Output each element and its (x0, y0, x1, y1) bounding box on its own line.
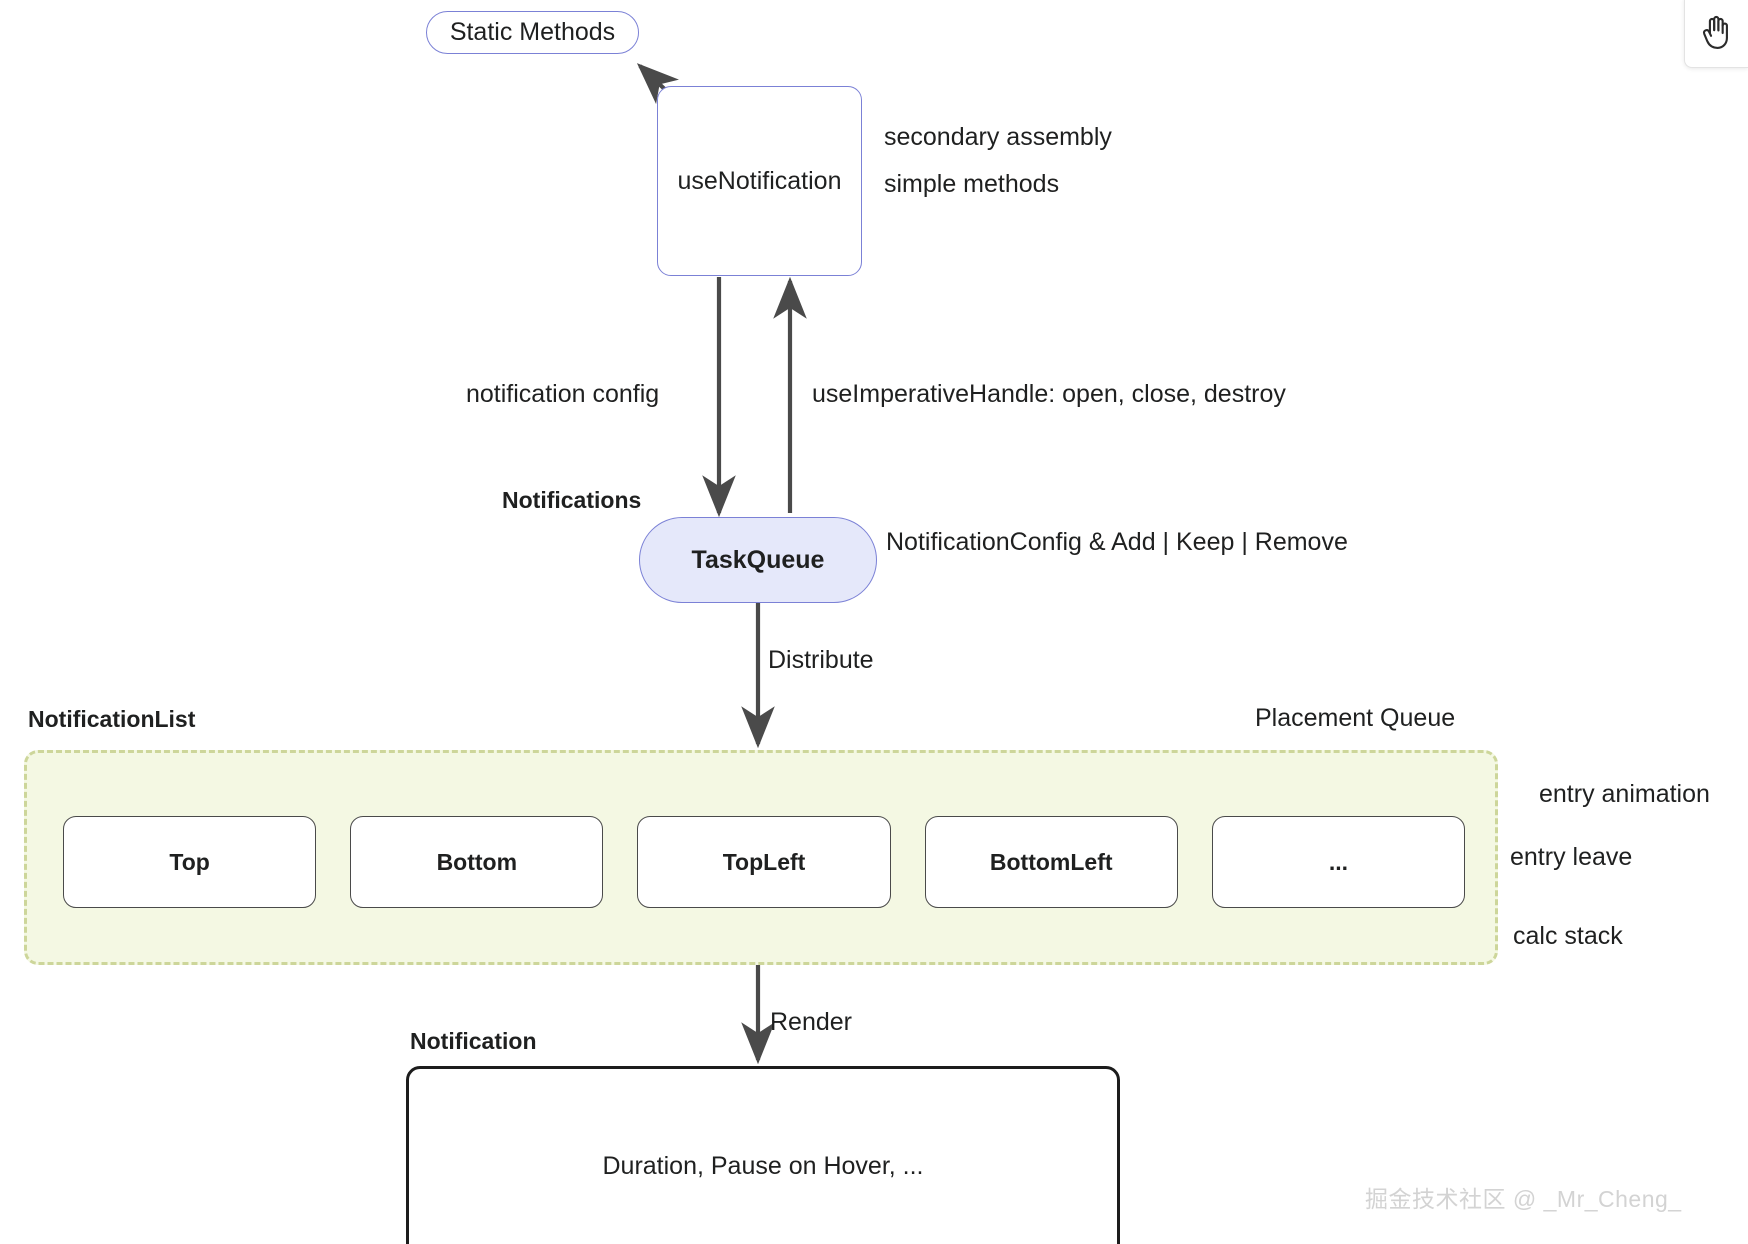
node-task-queue[interactable]: TaskQueue (639, 517, 877, 603)
caption-notifications: Notifications (502, 487, 642, 513)
watermark: 掘金技术社区 @ _Mr_Cheng_ (1365, 1186, 1682, 1212)
edge-label-use-imperative-handle: useImperativeHandle: open, close, destro… (812, 380, 1286, 408)
node-notification-label: Duration, Pause on Hover, ... (602, 1151, 924, 1180)
label-entry-animation: entry animation (1539, 780, 1710, 808)
placement-item-top[interactable]: Top (63, 816, 317, 908)
node-task-queue-label: TaskQueue (691, 545, 825, 574)
label-secondary-assembly: secondary assembly (884, 123, 1112, 151)
label-entry-leave: entry leave (1510, 843, 1633, 871)
placement-item-more[interactable]: ... (1211, 816, 1466, 908)
caption-placement-queue: Placement Queue (1255, 704, 1456, 732)
caption-notification: Notification (410, 1028, 537, 1054)
label-calc-stack: calc stack (1513, 922, 1623, 950)
placement-item-bottom[interactable]: Bottom (350, 816, 604, 908)
pan-tool-button[interactable] (1684, 0, 1748, 68)
edge-label-distribute: Distribute (768, 646, 874, 674)
node-use-notification[interactable]: useNotification (657, 86, 862, 276)
edge-label-notification-config: notification config (466, 380, 660, 408)
node-static-methods[interactable]: Static Methods (426, 11, 639, 54)
placement-item-bottomleft[interactable]: BottomLeft (924, 816, 1178, 908)
placement-item-bottomleft-label: BottomLeft (989, 848, 1113, 875)
placement-item-top-label: Top (169, 848, 210, 875)
label-simple-methods: simple methods (884, 170, 1060, 198)
edge-label-render: Render (770, 1008, 852, 1036)
placement-item-topleft-label: TopLeft (722, 848, 806, 875)
placement-queue-row: Top Bottom TopLeft BottomLeft ... (63, 816, 1466, 908)
label-notification-config-add-keep-remove: NotificationConfig & Add | Keep | Remove (886, 528, 1348, 556)
placement-item-more-label: ... (1328, 848, 1348, 875)
hand-icon (1700, 14, 1734, 52)
subgraph-placement-queue[interactable]: Top Bottom TopLeft BottomLeft ... (24, 750, 1498, 965)
placement-item-topleft[interactable]: TopLeft (637, 816, 891, 908)
node-use-notification-label: useNotification (677, 166, 842, 195)
caption-notification-list: NotificationList (28, 706, 196, 732)
placement-item-bottom-label: Bottom (436, 848, 518, 875)
node-notification[interactable]: Duration, Pause on Hover, ... (406, 1066, 1120, 1244)
node-static-methods-label: Static Methods (449, 18, 616, 46)
